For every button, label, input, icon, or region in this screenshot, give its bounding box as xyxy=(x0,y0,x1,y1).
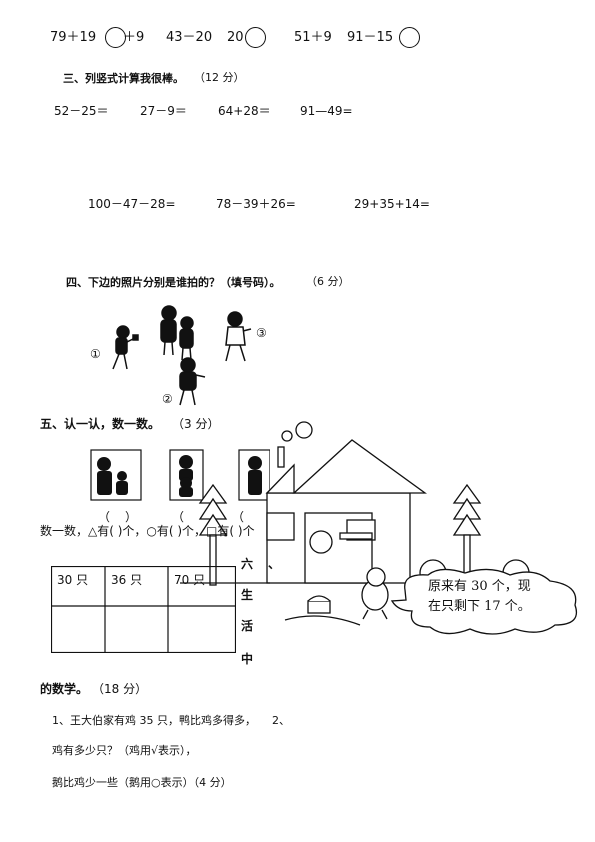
section6-title-tail: 的数学。 xyxy=(40,682,89,696)
expr-51-plus-9: 51＋9 xyxy=(294,30,332,45)
calc-q1: 52－25＝ xyxy=(54,104,109,118)
table-cell-3: 70 只 xyxy=(174,573,206,587)
house-scene xyxy=(180,421,578,635)
calc-q2: 27－9＝ xyxy=(140,104,187,118)
calc-q5: 100－47－28= xyxy=(88,197,176,211)
answer-paren-close-1: ） xyxy=(125,510,138,524)
photos-row xyxy=(90,449,270,501)
question-1-chicken: 鸡有多少只？（鸡用√表示）， xyxy=(52,744,197,757)
count-line: 数一数，△有( )个，○有( )个，□有( )个 xyxy=(40,524,255,538)
expr-plus-9: ＋9 xyxy=(123,30,145,45)
marker-2: ② xyxy=(162,392,173,406)
vertical-char-3: 生 xyxy=(241,588,254,602)
expr-43-minus-20: 43－20 xyxy=(166,30,213,45)
expr-79-plus-19: 79＋19 xyxy=(50,30,97,45)
vertical-char-4: 活 xyxy=(241,619,254,633)
section6-score: （18 分） xyxy=(92,682,148,696)
expr-20: 20 xyxy=(227,30,244,45)
vertical-char-1: 六 xyxy=(241,557,254,571)
calc-q3: 64+28＝ xyxy=(218,104,271,118)
calc-q7: 29+35+14= xyxy=(354,197,430,211)
count-table-grid xyxy=(51,566,236,653)
section4-title: 四、下边的照片分别是谁拍的？（填号码）。 xyxy=(66,276,281,289)
compare-circle-1[interactable] xyxy=(105,27,126,48)
table-cell-2: 36 只 xyxy=(111,573,143,587)
compare-circle-3[interactable] xyxy=(399,27,420,48)
answer-paren-1: （ xyxy=(98,510,111,524)
expr-91-minus-15: 91－15 xyxy=(347,30,394,45)
vertical-char-5: 中 xyxy=(241,652,254,666)
table-cell-1: 30 只 xyxy=(57,573,89,587)
section5-score: （3 分） xyxy=(172,417,220,431)
photographers-illustration xyxy=(112,305,252,406)
question-1-line: 1、王大伯家有鸡 35 只，鸭比鸡多得多， xyxy=(52,714,256,727)
question-2-number: 2、 xyxy=(272,714,290,727)
vertical-char-2: 、 xyxy=(268,557,281,571)
compare-circle-2[interactable] xyxy=(245,27,266,48)
marker-3: ③ xyxy=(256,326,267,340)
bubble-line-1: 原来有 30 个，现 xyxy=(428,579,531,594)
calc-q4: 91—49= xyxy=(300,104,353,118)
question-1-goose: 鹅比鸡少一些（鹅用○表示）（4 分） xyxy=(52,776,232,789)
section3-score: （12 分） xyxy=(194,71,245,84)
answer-paren-2: （ xyxy=(172,510,185,524)
section4-score: （6 分） xyxy=(306,275,350,288)
section3-title: 三、列竖式计算我很棒。 xyxy=(63,72,184,85)
bubble-line-2: 在只剩下 17 个。 xyxy=(428,599,531,614)
section5-title: 五、认一认，数一数。 xyxy=(40,417,161,431)
marker-1: ① xyxy=(90,347,101,361)
answer-paren-3: （ xyxy=(232,510,245,524)
calc-q6: 78－39＋26= xyxy=(216,197,296,211)
